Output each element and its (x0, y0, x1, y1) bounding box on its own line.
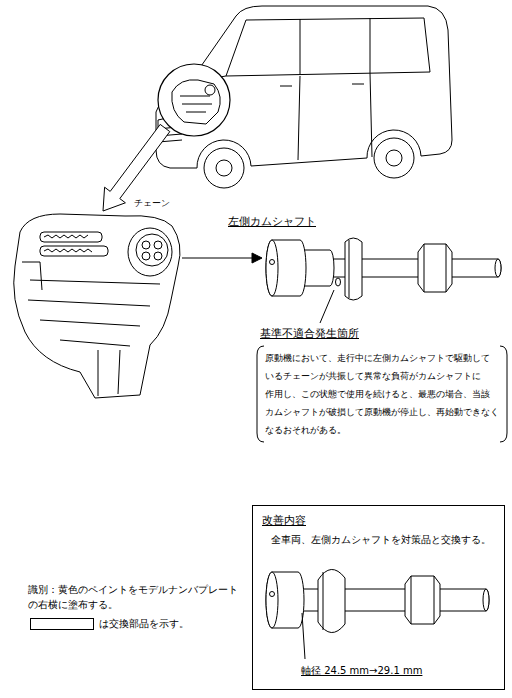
part-label: 左側カムシャフト (228, 214, 316, 231)
chain-gear-hole (142, 241, 150, 249)
car-handle (280, 84, 364, 86)
chain-gear-hole (154, 252, 162, 260)
car-hub (386, 150, 402, 166)
legend-item: は交換部品を示す。 (30, 616, 189, 631)
part-label: チェーン (134, 197, 170, 211)
camshaft-flange (266, 572, 304, 628)
legend-text: は交換部品を示す。 (99, 616, 189, 631)
section-heading: 改善内容 (262, 514, 504, 528)
camshaft-lobe (345, 238, 362, 300)
bracket-outline (256, 345, 508, 443)
chain-gear-hole (154, 241, 162, 249)
camshaft-hole (270, 260, 275, 265)
leader-line (320, 290, 334, 323)
camshaft-hex (418, 244, 452, 292)
legend-swatch (30, 618, 94, 630)
pointer-arrow-head (252, 253, 262, 263)
camshaft-lobe-edge (349, 240, 350, 298)
leader-line (302, 613, 305, 659)
zoom-arrow (103, 124, 170, 211)
remedy-text: 全車両、左側カムシャフトを対策品と交換する。 (271, 533, 498, 547)
engine-tag (40, 232, 102, 242)
camshaft-original (266, 238, 501, 300)
remedy-box: 改善内容全車両、左側カムシャフトを対策品と交換する。軸径 24.5 mm→29.… (252, 505, 505, 690)
camshaft-lobe (318, 569, 345, 632)
car-pillar (300, 18, 370, 75)
car-window (226, 18, 430, 76)
section-heading: 基準不適合発生箇所 (260, 327, 508, 341)
camshaft-pin-hole (336, 278, 341, 286)
engine-tag-scribble (44, 235, 92, 252)
engine-illustration (14, 214, 180, 398)
pointer-arrow-line (182, 258, 252, 259)
camshaft-shaft-end (495, 259, 501, 277)
chain-gear (136, 234, 168, 266)
camshaft-flange (266, 240, 306, 296)
car-hub (216, 160, 232, 176)
identification-note: 識別：黄色のペイントをモデルナンバプレート の右横に塗布する。 (28, 582, 246, 612)
dimension-label: 軸径 24.5 mm→29.1 mm (301, 664, 422, 677)
car-door-line (298, 73, 372, 160)
note-body: 原動機において、走行中に左側カムシャフトで駆動して いるチェーンが共振して異常な… (256, 345, 508, 443)
engine-sketch (172, 80, 221, 124)
car-wheel (374, 138, 414, 178)
bracket-left (257, 346, 264, 442)
camshaft-hex-edge (411, 576, 434, 624)
defect-note: 基準不適合発生箇所原動機において、走行中に左側カムシャフトで駆動して いるチェー… (256, 327, 508, 443)
camshaft-hex (405, 576, 440, 624)
camshaft-replacement (266, 569, 489, 632)
engine-outline (14, 214, 180, 398)
chain-gear-hole (142, 252, 150, 260)
camshaft-lobe-edge (323, 572, 324, 630)
camshaft-face (266, 240, 278, 296)
magnifier-circle (158, 64, 230, 136)
engine-detail (22, 262, 160, 396)
camshaft-face (266, 572, 278, 628)
car-wheel (204, 148, 244, 188)
bracket-right (500, 346, 507, 442)
camshaft-hole (270, 592, 275, 597)
chain-loop (128, 228, 172, 276)
car-illustration (156, 6, 452, 188)
camshaft-shaft-end (483, 589, 489, 611)
camshaft-hex-edge (424, 244, 446, 292)
engine-sketch-gear (205, 85, 215, 95)
